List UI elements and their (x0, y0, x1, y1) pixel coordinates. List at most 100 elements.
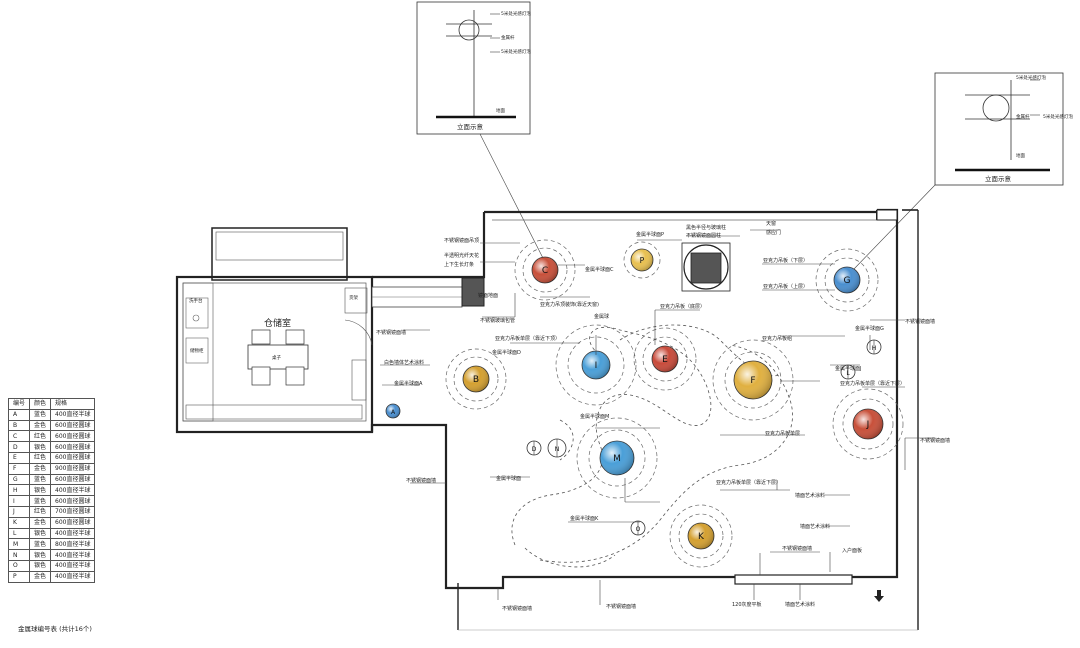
legend-cell-color: 红色 (29, 505, 52, 518)
sphere-m: M (599, 440, 635, 476)
legend-cell-spec: 400直径半球 (50, 559, 96, 572)
annotation-36: 墙面艺术涂料 (800, 523, 830, 530)
sink-label: 洗手台 (189, 297, 203, 304)
legend-cell-color: 银色 (29, 559, 52, 572)
detail-1-label-1: 5米处光感灯泡 (501, 10, 531, 17)
annotation-34: 金属半球面K (570, 515, 599, 522)
sphere-shading (734, 361, 772, 399)
sphere-rings (445, 239, 904, 568)
legend-cell-id: M (7, 538, 31, 551)
sphere-b: B (462, 365, 490, 393)
annotation-4: 不锈钢玻璃包管 (480, 317, 515, 324)
detail-1-label-2: 金属杆 (501, 34, 515, 41)
sphere-shading (600, 441, 634, 475)
annotation-6: 黑色半径与玻璃柱 (686, 224, 726, 231)
storage-room-label: 仓储室 (264, 317, 291, 329)
sphere-e: E (651, 345, 679, 373)
annotation-7: 不锈钢镜面圆柱 (686, 232, 721, 239)
legend-cell-id: J (7, 505, 31, 518)
legend-cell-id: D (7, 441, 31, 453)
legend-cell-id: K (7, 516, 31, 529)
legend-cell-spec: 600直径圆球 (50, 473, 96, 486)
annotation-3: 上下生长灯条 (444, 261, 474, 268)
detail-2-label-3: 5米处光感灯泡 (1043, 113, 1073, 120)
annotation-33: 亚克力吊板单层（靠近下层） (716, 479, 781, 486)
legend-cell-id: A (7, 408, 31, 421)
annotation-31: 不锈钢镜面墙 (406, 477, 436, 484)
sphere-n: N (547, 438, 567, 458)
cabinet-label: 储物柜 (190, 347, 204, 354)
sphere-label: G (844, 276, 851, 286)
legend-cell-id: O (7, 559, 31, 572)
legend-cell-color: 蓝色 (29, 495, 52, 507)
legend-cell-spec: 600直径圆球 (50, 441, 96, 453)
legend-caption: 金属球编号表 (共计16个) (18, 625, 92, 633)
annotation-28: 亚克力吊板单层 (765, 430, 800, 437)
annotation-8: 镜面地面 (478, 292, 498, 299)
legend-header-id: 编号 (7, 398, 31, 410)
sphere-label: B (473, 375, 479, 385)
sphere-j: J (852, 408, 884, 440)
annotation-18: 亚克力吊板（下层） (763, 257, 808, 264)
sphere-label: H (872, 345, 877, 352)
annotation-26: 金属半球面J (835, 365, 861, 372)
detail-2-label-1: 5米处光感灯泡 (1016, 74, 1046, 81)
sphere-k: K (687, 522, 715, 550)
sphere-label: E (662, 355, 668, 365)
sphere-shading (652, 346, 678, 372)
annotation-24: 不锈钢镜面墙 (905, 318, 935, 325)
legend-cell-color: 蓝色 (29, 538, 52, 551)
detail-1-label-3: 5米处光感灯泡 (501, 48, 531, 55)
legend-cell-color: 银色 (29, 484, 52, 497)
legend-cell-color: 金色 (29, 570, 52, 583)
annotation-23: 金属半球面G (855, 325, 884, 332)
annotation-9: 天窗 (766, 220, 776, 227)
legend-header-row: 编号 颜色 规格 (7, 398, 96, 410)
annotation-19: 亚克力吊板（上层） (763, 283, 808, 290)
annotation-20: 亚克力吊板（底层） (660, 303, 705, 310)
legend-cell-spec: 600直径圆球 (50, 495, 96, 507)
annotation-5: 金属半球面P (636, 231, 664, 238)
sphere-shading (688, 523, 714, 549)
annotation-22: 亚克力吊板组 (762, 335, 792, 342)
legend-cell-id: E (7, 451, 31, 464)
annotation-37: 入户面板 (842, 547, 862, 554)
sphere-shading (463, 366, 489, 392)
sphere-o: O (630, 520, 646, 536)
legend-cell-spec: 600直径圆球 (50, 419, 96, 432)
legend-cell-color: 蓝色 (29, 408, 52, 421)
detail-2-title: 立面示意 (985, 174, 1012, 183)
legend-cell-id: B (7, 419, 31, 432)
sphere-i: I (581, 350, 611, 380)
sphere-label: I (595, 361, 598, 371)
sphere-label: F (750, 376, 755, 386)
sphere-c: C (531, 256, 559, 284)
sphere-p: P (630, 248, 654, 272)
legend-cell-spec: 400直径半球 (50, 549, 96, 561)
annotation-13: 亚克力吊顶装饰(靠近天窗) (540, 301, 599, 308)
annotation-10: 感应门 (766, 229, 781, 236)
detail-1-title: 立面示意 (457, 122, 484, 131)
annotation-41: 墙面艺术涂料 (785, 601, 815, 608)
legend-header-color: 颜色 (29, 398, 52, 410)
legend-cell-id: G (7, 473, 31, 486)
annotation-2: 半透明光纤天花 (444, 252, 479, 259)
legend-cell-color: 蓝色 (29, 473, 52, 486)
detail-view-2: 5米处光感灯泡 金属杆 5米处光感灯泡 地面 立面示意 (934, 72, 1073, 186)
legend-cell-spec: 600直径圆球 (50, 430, 96, 443)
legend-cell-spec: 600直径圆球 (50, 451, 96, 464)
legend-cell-id: F (7, 462, 31, 475)
sphere-a: A (385, 403, 401, 419)
annotation-30: 金属半球面 (496, 475, 521, 482)
